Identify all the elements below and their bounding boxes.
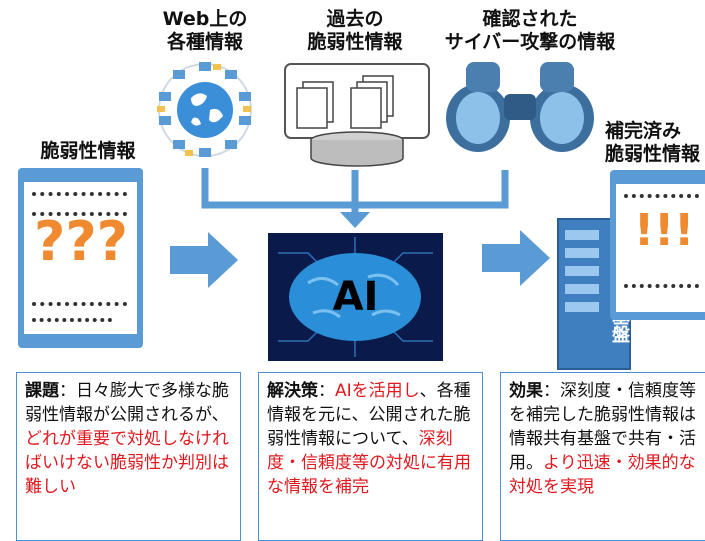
globe-icon <box>157 62 252 157</box>
effect-highlight: より迅速・効果的な対処を実現 <box>509 453 696 497</box>
left-doc-title: 脆弱性情報 <box>40 140 136 162</box>
problem-text: ：日々膨大で多様な脆弱性情報が公開されるが、 <box>25 381 229 425</box>
solution-text-b: 、各種情報を元に、公開された脆弱性情報について、 <box>267 381 471 449</box>
problem-box: 課題：日々膨大で多様な脆弱性情報が公開されるが、どれが重要で対処しなければいけな… <box>16 372 241 541</box>
completed-document: !!! <box>610 170 705 320</box>
solution-highlight-a: AIを活用し <box>335 381 420 401</box>
question-mark: ??? <box>34 210 128 273</box>
effect-text: ：深刻度・信頼度等を補完した脆弱性情報は情報共有基盤で共有・活用。 <box>509 381 696 473</box>
solution-text-a: ： <box>318 381 335 401</box>
effect-head: 効果 <box>509 381 543 401</box>
ai-label: AI <box>332 274 379 320</box>
arrow-right-icon <box>482 230 550 286</box>
ai-panel: AI <box>268 233 443 361</box>
brain-icon <box>278 237 433 357</box>
solution-highlight-b: 深刻度・信頼度等の対処に有用な情報を補完 <box>267 429 471 497</box>
source-label-past-vuln: 過去の脆弱性情報 <box>307 8 403 53</box>
source-label-attacks: 確認されたサイバー攻撃の情報 <box>444 8 616 53</box>
right-doc-title: 補完済み脆弱性情報 <box>605 120 701 165</box>
solution-head: 解決策 <box>267 381 318 401</box>
solution-box: 解決策：AIを活用し、各種情報を元に、公開された脆弱性情報について、深刻度・信頼… <box>258 372 483 541</box>
effect-box: 効果：深刻度・信頼度等を補完した脆弱性情報は情報共有基盤で共有・活用。より迅速・… <box>500 372 705 541</box>
problem-highlight: どれが重要で対処しなければいけない脆弱性か判別は難しい <box>25 429 229 497</box>
problem-head: 課題 <box>25 381 59 401</box>
database-icon <box>284 63 430 167</box>
source-label-web: Web上の各種情報 <box>162 8 248 53</box>
vulnerability-document: ??? <box>18 168 143 348</box>
exclamation-mark: !!! <box>634 205 695 256</box>
arrow-right-icon <box>170 232 238 288</box>
arrow-down-icon <box>340 212 370 228</box>
binoculars-icon <box>446 62 594 152</box>
